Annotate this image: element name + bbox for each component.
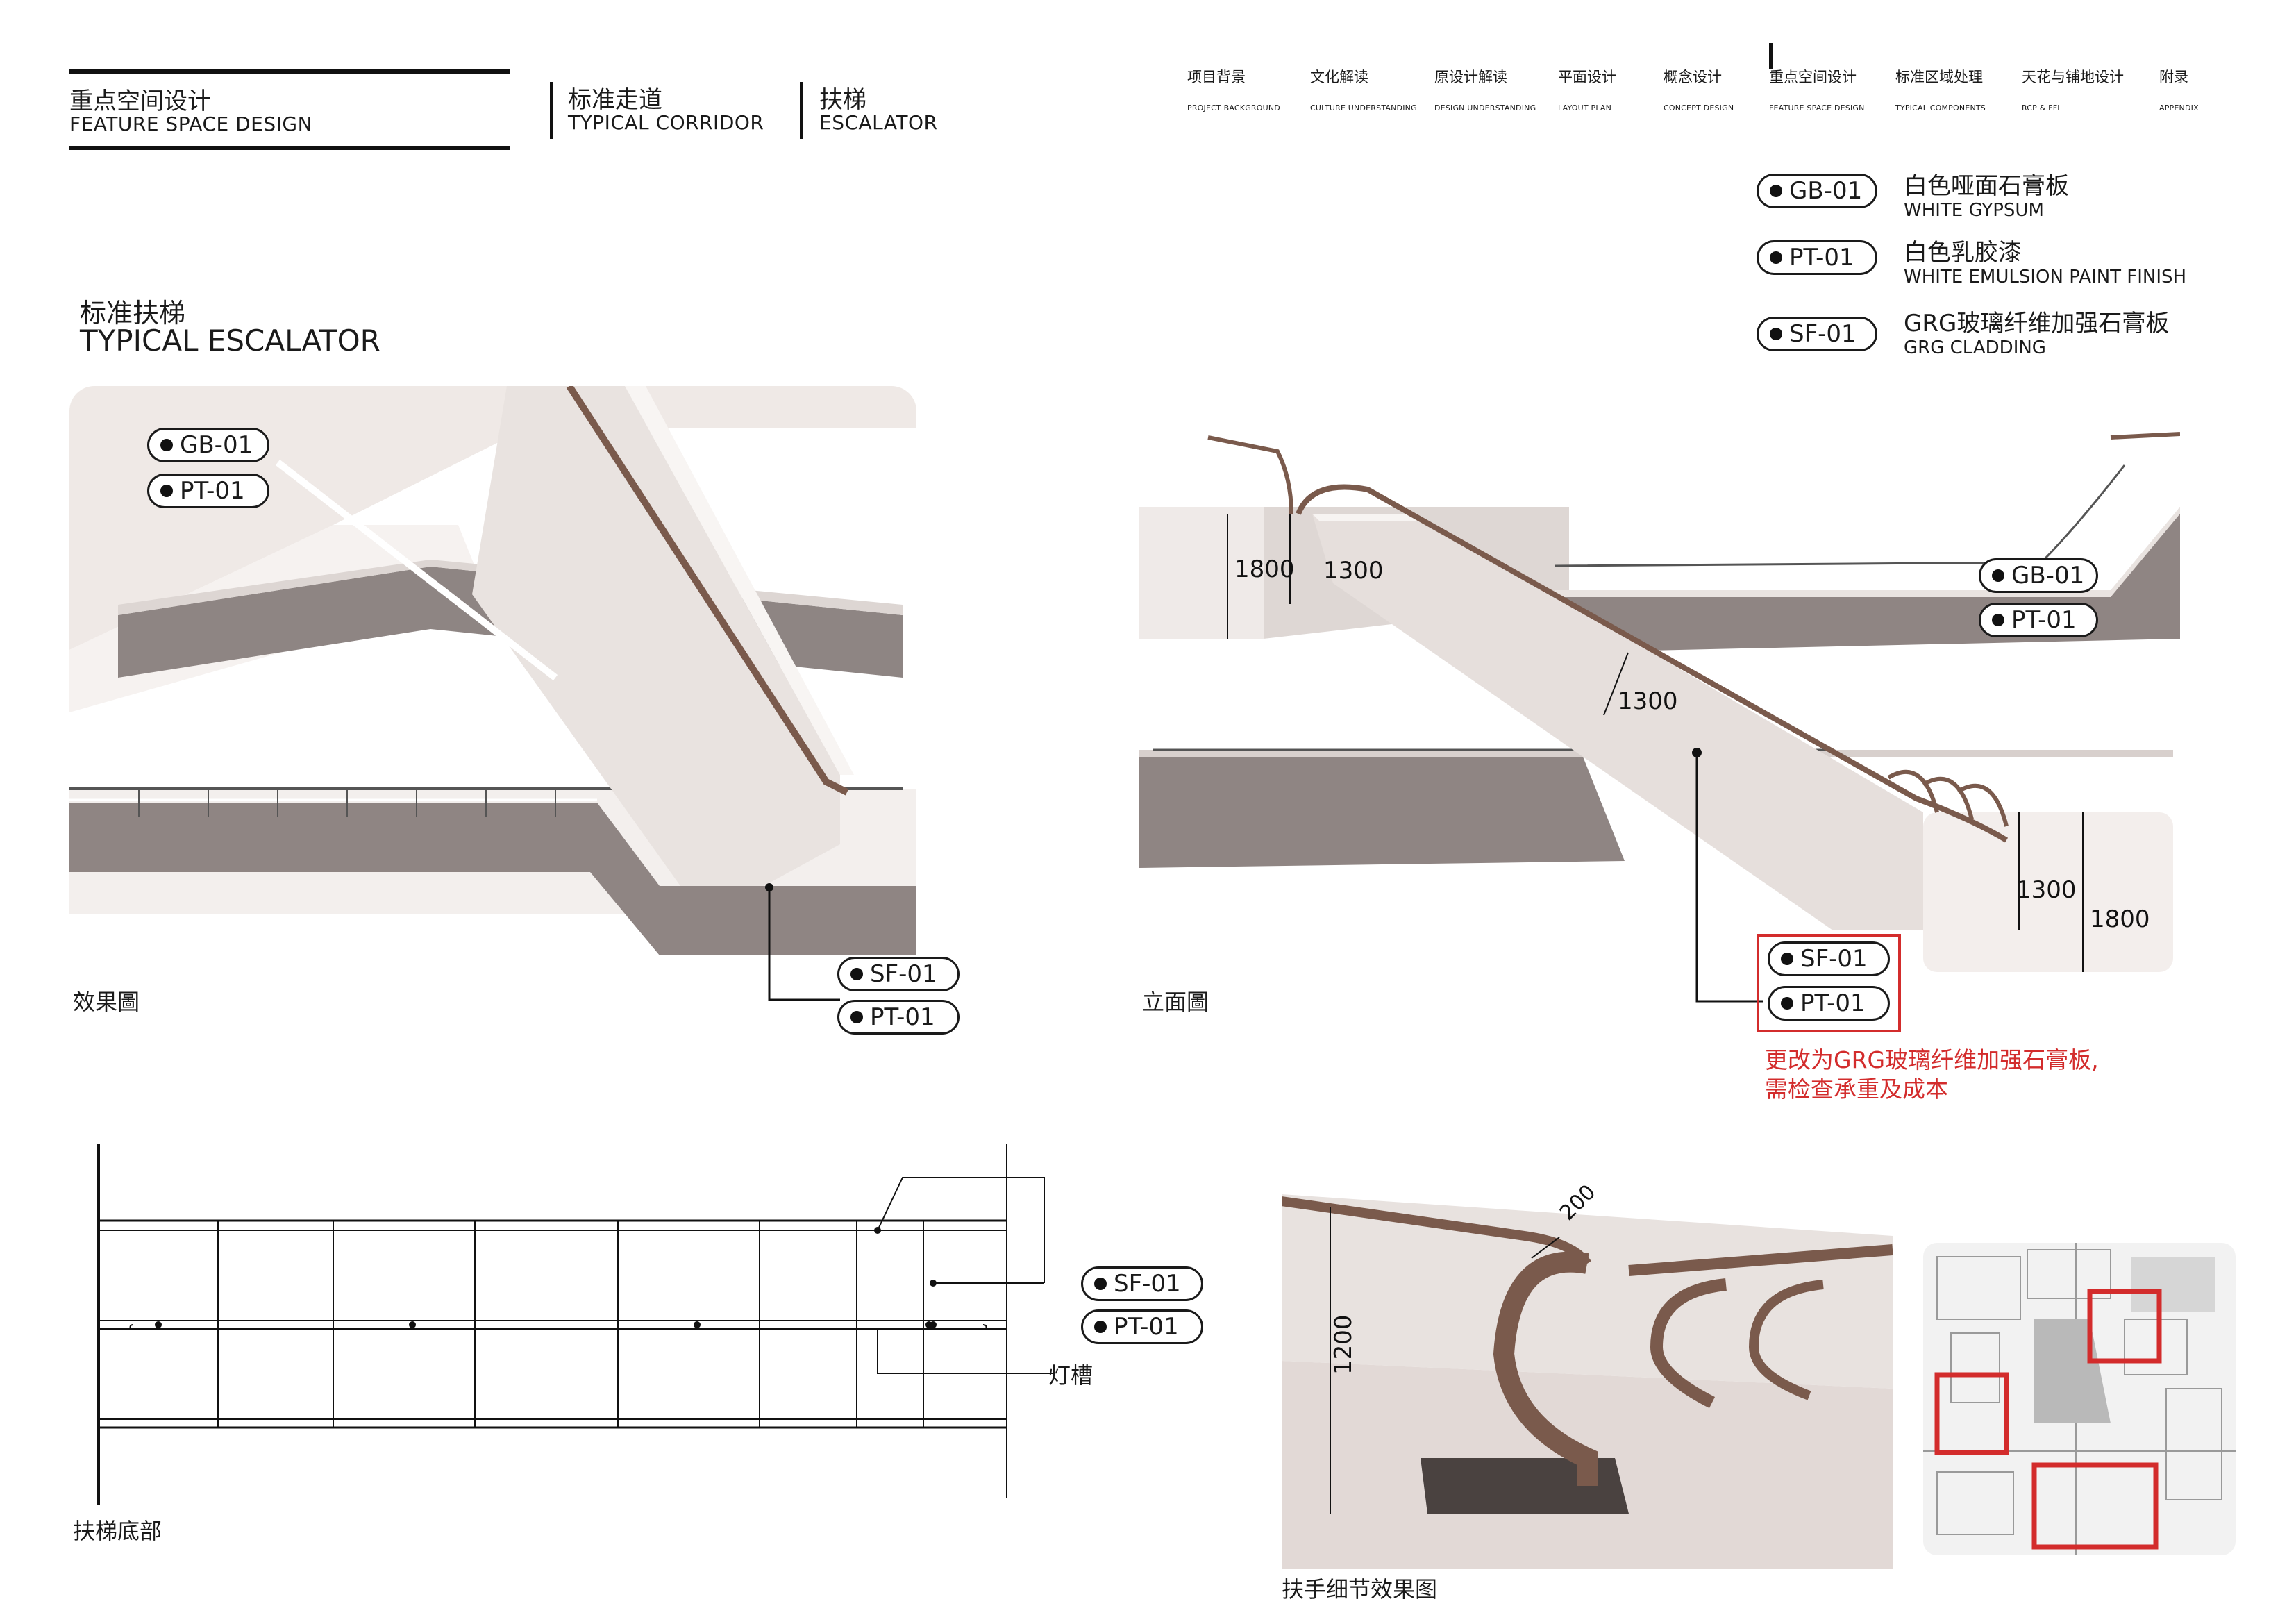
handrail-dim-height: 1200	[1330, 1314, 1357, 1375]
page-title-en: TYPICAL ESCALATOR	[80, 324, 380, 358]
tag-code: SF-01	[1789, 320, 1857, 348]
elevation-tag-pt01: PT-01	[1979, 603, 2098, 637]
legend-pt01-cn: 白色乳胶漆	[1904, 239, 2022, 267]
bullet-icon	[1094, 1278, 1107, 1290]
nav-label-en: PROJECT BACKGROUND	[1187, 103, 1280, 112]
section-title-cn: 重点空间设计	[69, 87, 211, 115]
legend-gb01-cn: 白色哑面石膏板	[1904, 172, 2069, 200]
light-slot-label: 灯槽	[1048, 1362, 1093, 1389]
nav-label-en: DESIGN UNDERSTANDING	[1434, 103, 1536, 112]
elevation-tag-sf01: SF-01	[1768, 941, 1890, 976]
bullet-icon	[1781, 997, 1793, 1010]
tag-code: PT-01	[1114, 1313, 1179, 1341]
elevation-tag-gb01: GB-01	[1979, 558, 2098, 593]
nav-label-en: CONCEPT DESIGN	[1664, 103, 1734, 112]
tag-code: GB-01	[1789, 177, 1863, 205]
tag-code: SF-01	[1114, 1270, 1181, 1298]
legend-sf01-cn: GRG玻璃纤维加强石膏板	[1904, 310, 2170, 337]
legend-tag-gb01: GB-01	[1757, 174, 1877, 208]
nav-label-cn: 天花与铺地设计	[2022, 69, 2124, 85]
bullet-icon	[1770, 251, 1782, 264]
material-legend: GB-01 白色哑面石膏板 WHITE GYPSUM PT-01 白色乳胶漆 W…	[1757, 167, 2256, 368]
legend-tag-sf01: SF-01	[1757, 317, 1877, 351]
header-divider-2	[800, 82, 803, 139]
bullet-icon	[1992, 569, 2004, 582]
escalator-render-view	[69, 386, 916, 976]
dim-lower-1800: 1800	[2090, 905, 2150, 933]
page-title-cn: 标准扶梯	[80, 298, 186, 328]
handrail-caption: 扶手细节效果图	[1282, 1576, 1438, 1602]
tag-code: PT-01	[1789, 244, 1854, 271]
nav-label-en: CULTURE UNDERSTANDING	[1310, 103, 1417, 112]
nav-label-cn: 平面设计	[1558, 69, 1616, 85]
revision-box	[1757, 934, 1901, 1032]
nav-label-cn: 项目背景	[1187, 69, 1246, 85]
tag-code: GB-01	[180, 431, 253, 459]
bullet-icon	[850, 1011, 863, 1023]
subsection-escalator-cn: 扶梯	[819, 86, 866, 114]
bullet-icon	[1992, 614, 2004, 626]
handrail-detail-render	[1282, 1194, 1893, 1569]
escalator-elevation-view	[1139, 432, 2180, 972]
tag-code: PT-01	[1800, 989, 1866, 1017]
bottom-caption: 扶梯底部	[73, 1518, 162, 1544]
bullet-icon	[1781, 953, 1793, 965]
nav-label-en: TYPICAL COMPONENTS	[1895, 103, 1986, 112]
legend-sf01-en: GRG CLADDING	[1904, 337, 2046, 358]
nav-label-cn: 原设计解读	[1434, 69, 1507, 85]
key-plan-map	[1923, 1243, 2236, 1555]
header-divider-1	[550, 82, 553, 139]
elevation-caption: 立面圖	[1142, 989, 1209, 1015]
key-plan-highlight	[2087, 1289, 2162, 1364]
legend-pt01-en: WHITE EMULSION PAINT FINISH	[1904, 267, 2187, 287]
nav-active-marker	[1769, 43, 1773, 69]
bottom-tag-pt01: PT-01	[1081, 1309, 1203, 1344]
header-top-rule	[69, 69, 510, 74]
tag-code: PT-01	[2011, 606, 2077, 634]
bullet-icon	[850, 968, 863, 980]
revision-note-line2: 需检查承重及成本	[1765, 1075, 1948, 1103]
render-tag-sf01: SF-01	[837, 957, 960, 991]
bottom-tag-sf01: SF-01	[1081, 1266, 1203, 1301]
nav-label-cn: 标准区域处理	[1895, 69, 1983, 85]
elevation-leader-line	[1692, 748, 1763, 1003]
bullet-icon	[160, 485, 173, 497]
header-bottom-rule	[69, 146, 510, 150]
nav-label-en: RCP & FFL	[2022, 103, 2062, 112]
tag-code: SF-01	[1800, 945, 1868, 973]
legend-tag-pt01: PT-01	[1757, 240, 1877, 275]
tag-code: PT-01	[870, 1003, 935, 1031]
bullet-icon	[1770, 328, 1782, 340]
tag-code: PT-01	[180, 477, 245, 505]
nav-label-cn: 重点空间设计	[1769, 69, 1857, 85]
tag-code: GB-01	[2011, 562, 2085, 589]
render-tag-pt01: PT-01	[147, 474, 269, 508]
nav-label-cn: 附录	[2159, 69, 2188, 85]
bullet-icon	[1770, 185, 1782, 197]
elevation-tag-pt01-lower: PT-01	[1768, 986, 1890, 1021]
dim-upper-1300: 1300	[1323, 557, 1384, 585]
dim-upper-1800: 1800	[1234, 555, 1295, 583]
bullet-icon	[160, 439, 173, 451]
render-tag-pt01-lower: PT-01	[837, 1000, 960, 1035]
subsection-escalator-en: ESCALATOR	[819, 111, 938, 134]
bullet-icon	[1094, 1321, 1107, 1333]
subsection-corridor-cn: 标准走道	[568, 86, 662, 114]
dim-lower-1300: 1300	[2016, 876, 2077, 904]
revision-note-line1: 更改为GRG玻璃纤维加强石膏板,	[1765, 1046, 2099, 1073]
nav-label-en: APPENDIX	[2159, 103, 2199, 112]
subsection-corridor-en: TYPICAL CORRIDOR	[568, 111, 764, 134]
render-tag-gb01: GB-01	[147, 428, 269, 462]
nav-label-en: LAYOUT PLAN	[1558, 103, 1612, 112]
tag-code: SF-01	[870, 960, 937, 988]
dim-diagonal-1300: 1300	[1618, 687, 1678, 715]
nav-label-en: FEATURE SPACE DESIGN	[1769, 103, 1865, 112]
legend-gb01-en: WHITE GYPSUM	[1904, 200, 2044, 221]
escalator-underside-drawing	[97, 1144, 1055, 1505]
render-caption: 效果圖	[73, 989, 140, 1015]
render-leader-line	[765, 883, 840, 1001]
nav-label-cn: 文化解读	[1310, 69, 1368, 85]
nav-label-cn: 概念设计	[1664, 69, 1722, 85]
section-title-en: FEATURE SPACE DESIGN	[69, 112, 313, 135]
